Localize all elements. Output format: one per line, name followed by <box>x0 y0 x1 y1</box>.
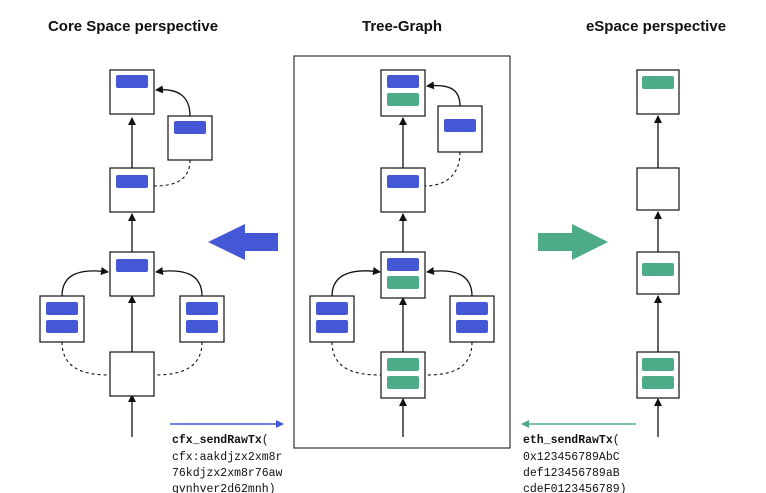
espace-rpc-paren: ( <box>613 434 620 447</box>
tx-core <box>387 258 419 271</box>
block-empty <box>109 351 155 397</box>
tx-core <box>174 121 206 134</box>
tx-core <box>46 302 78 315</box>
tx-espace <box>642 376 674 389</box>
dashed-link <box>331 341 382 376</box>
core-address-line: 76kdjzx2xm8r76aw <box>172 467 283 480</box>
block-empty <box>636 167 680 211</box>
edge-ref-right <box>155 267 203 297</box>
arrow-right-icon <box>538 224 608 260</box>
tx-espace <box>387 93 419 106</box>
core-address-line: gvnhver2d62mnh) <box>172 483 276 493</box>
tx-core <box>456 320 488 333</box>
tx-core <box>316 320 348 333</box>
espace-address-line: 0x123456789AbC <box>523 451 620 464</box>
core-rpc-paren: ( <box>262 434 269 447</box>
edge-ref-top <box>426 81 461 107</box>
tx-espace <box>642 263 674 276</box>
edge-ref-right <box>426 267 473 297</box>
edge-ref-left <box>61 267 109 297</box>
tx-core <box>116 259 148 272</box>
core-address-line: cfx:aakdjzx2xm8r <box>172 451 282 464</box>
tx-core <box>116 75 148 88</box>
block <box>380 167 426 213</box>
core-space-graph <box>39 69 225 437</box>
tx-core <box>456 302 488 315</box>
edge-ref-left <box>331 267 381 297</box>
tree-graph <box>309 69 495 437</box>
tx-core <box>387 175 419 188</box>
tx-core <box>444 119 476 132</box>
tx-espace <box>387 376 419 389</box>
tx-espace <box>387 358 419 371</box>
edge-ref-top <box>155 85 191 117</box>
tx-espace <box>387 276 419 289</box>
espace-rpc-method: eth_sendRawTx <box>523 434 613 447</box>
dashed-link <box>153 159 191 187</box>
tree-graph-title: Tree-Graph <box>362 18 442 35</box>
espace-graph <box>636 69 680 437</box>
dashed-link <box>424 341 473 376</box>
tx-core <box>387 75 419 88</box>
tx-espace <box>642 76 674 89</box>
block <box>109 167 155 213</box>
tx-espace <box>642 358 674 371</box>
dashed-link <box>61 341 111 376</box>
espace-rpc-call: eth_sendRawTx( <box>523 434 620 447</box>
arrow-left-icon <box>208 224 278 260</box>
dashed-link <box>153 341 203 376</box>
tx-core <box>116 175 148 188</box>
espace-address-line: def123456789aB <box>523 467 620 480</box>
block <box>109 251 155 297</box>
tx-core <box>46 320 78 333</box>
core-space-title: Core Space perspective <box>48 18 218 35</box>
tx-core <box>186 302 218 315</box>
tx-core <box>316 302 348 315</box>
core-rpc-method: cfx_sendRawTx <box>172 434 262 447</box>
espace-title: eSpace perspective <box>586 18 726 35</box>
tx-core <box>186 320 218 333</box>
core-rpc-call: cfx_sendRawTx( <box>172 434 269 447</box>
espace-address-line: cdeF0123456789) <box>523 483 627 493</box>
